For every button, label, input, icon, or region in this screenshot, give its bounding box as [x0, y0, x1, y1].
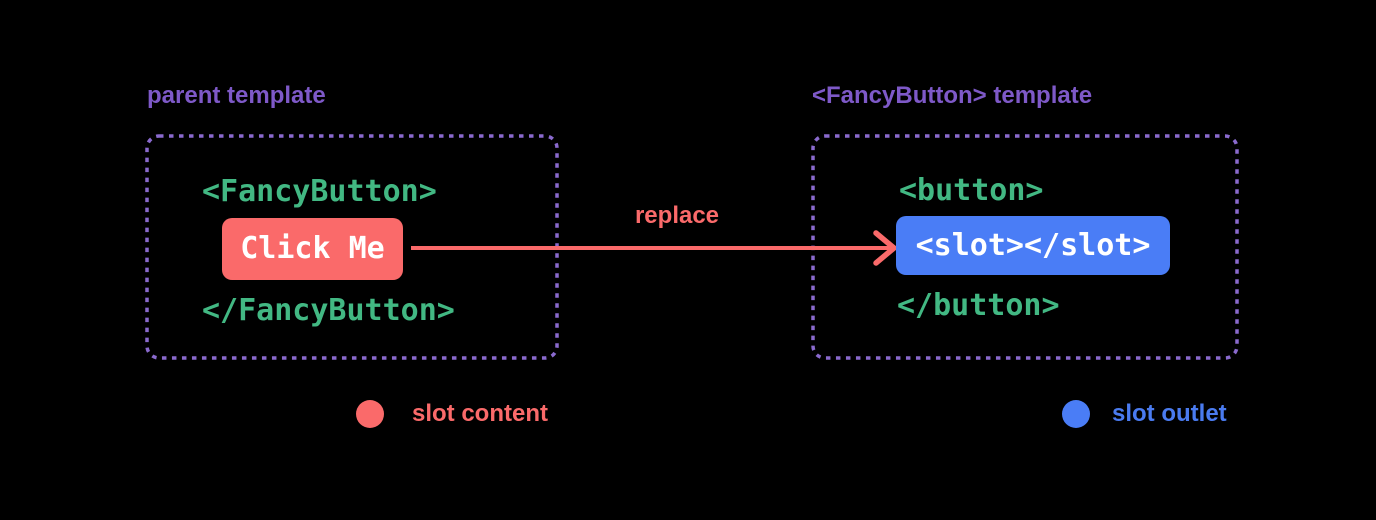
slot-content-legend-label: slot content: [412, 400, 548, 427]
button-close-tag: </button>: [897, 288, 1060, 323]
click-me-button-label: Click Me: [240, 231, 385, 266]
replace-arrow-label: replace: [634, 202, 720, 229]
fancybutton-template-title: <FancyButton> template: [812, 82, 1093, 109]
parent-template-title: parent template: [147, 82, 326, 109]
slot-content-red-circle-icon: [356, 400, 384, 428]
fancybutton-close-tag: </FancyButton>: [202, 293, 455, 328]
button-open-tag: <button>: [899, 173, 1044, 208]
slot-outlet-code: <slot></slot>: [915, 227, 1151, 263]
slot-outlet-legend-label: slot outlet: [1112, 400, 1227, 427]
replace-arrow-head-icon: [873, 230, 897, 266]
slot-outlet-box: <slot></slot>: [896, 216, 1170, 275]
fancybutton-open-tag: <FancyButton>: [202, 174, 437, 209]
click-me-button: Click Me: [222, 218, 403, 280]
slot-outlet-blue-circle-icon: [1062, 400, 1090, 428]
